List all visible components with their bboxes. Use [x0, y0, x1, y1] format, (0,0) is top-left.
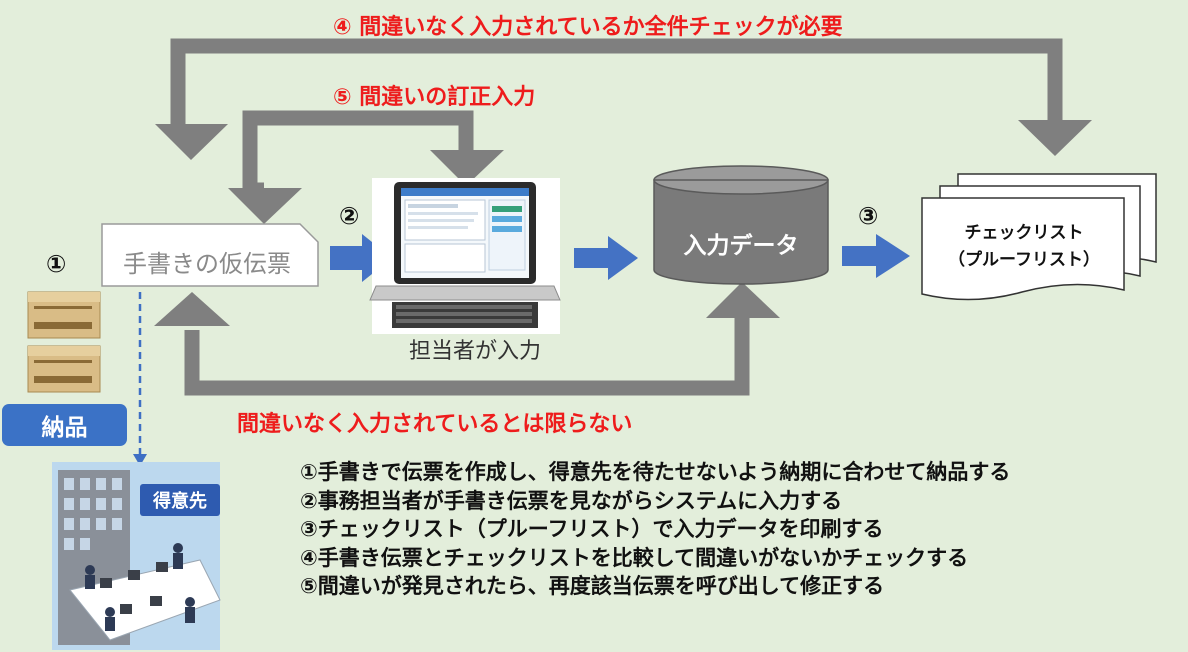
delivery-badge: 納品	[2, 404, 127, 446]
note-5: ⑤間違いが発見されたら、再度該当伝票を呼び出して修正する	[300, 574, 885, 598]
handwritten-slip-label: 手書きの仮伝票	[123, 249, 291, 278]
delivery-dashed-arrowhead	[133, 454, 147, 466]
checklist-label: チェックリスト （プルーフリスト）	[922, 220, 1126, 286]
checklist-label-line1: チェックリスト	[964, 223, 1084, 243]
step5-loop-arrowhead-down-right	[430, 150, 504, 186]
bottom-loop-arrow	[184, 316, 750, 396]
input-data-cylinder	[653, 165, 829, 285]
step4-loop-arrowhead-left	[155, 124, 228, 160]
marker-3: ③	[858, 202, 878, 230]
operator-label: 担当者が入力	[408, 339, 541, 364]
handwritten-slip-shape	[101, 223, 319, 287]
bottom-loop-arrowhead-left	[154, 292, 230, 326]
note-3: ③チェックリスト（プルーフリスト）で入力データを印刷する	[300, 517, 884, 541]
customer-office-illustration	[52, 462, 221, 650]
process-notes: ①手書きで伝票を作成し、得意先を待たせないよう納期に合わせて納品する ②事務担当…	[300, 458, 1180, 601]
step5-loop-arrowhead-down-left	[228, 188, 302, 224]
flow-arrow-3	[842, 234, 910, 278]
marker-1: ①	[46, 250, 66, 278]
note-1: ①手書きで伝票を作成し、得意先を待たせないよう納期に合わせて納品する	[300, 460, 1011, 484]
checklist-label-line2: （プルーフリスト）	[948, 250, 1100, 270]
step4-loop-arrowhead-right	[1018, 120, 1092, 156]
bottom-loop-arrowhead-right	[706, 282, 780, 318]
note-2: ②事務担当者が手書き伝票を見ながらシステムに入力する	[300, 488, 843, 513]
warning-label: 間違いなく入力されているとは限らない	[237, 411, 632, 437]
input-data-label: 入力データ	[683, 233, 799, 259]
step4-loop-arrow	[170, 38, 1063, 142]
laptop-illustration	[369, 178, 561, 334]
marker-2: ②	[339, 202, 359, 230]
step5-label: ⑤ 間違いの訂正入力	[333, 84, 535, 110]
delivery-boxes-illustration	[27, 291, 101, 393]
step4-label: ④ 間違いなく入力されているか全件チェックが必要	[333, 14, 843, 40]
customer-badge: 得意先	[140, 484, 220, 516]
checklist-documents	[921, 173, 1157, 301]
note-4: ④手書き伝票とチェックリストを比較して間違いがないかチェックする	[300, 545, 969, 570]
flow-arrow-laptop-db	[574, 236, 638, 280]
